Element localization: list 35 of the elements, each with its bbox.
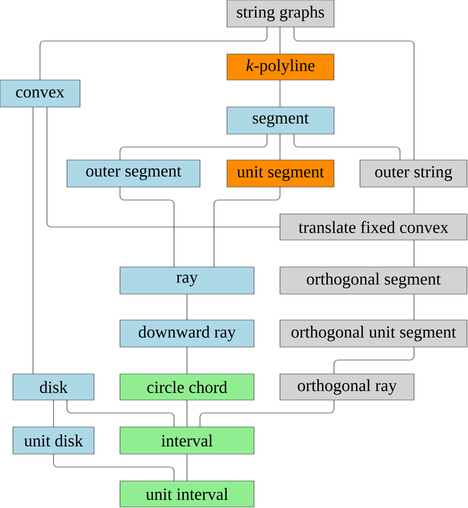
connector-line <box>214 186 280 268</box>
node-box: orthogonal unit segment <box>280 320 468 348</box>
connector-line <box>66 400 174 428</box>
connector-line <box>186 346 188 374</box>
node-box: disk <box>12 374 94 400</box>
node-box: unit interval <box>120 480 254 508</box>
node-box: downward ray <box>120 320 254 348</box>
node-box: convex <box>0 80 80 108</box>
connector-line <box>120 186 174 268</box>
connector-line <box>53 454 174 482</box>
node-box: unit segment <box>226 160 334 188</box>
node-box: orthogonal ray <box>280 374 414 400</box>
node-box: outer segment <box>66 160 200 188</box>
node-box: ray <box>120 266 254 294</box>
connector-line <box>186 294 188 320</box>
node-box: outer string <box>360 160 468 188</box>
connector-line <box>200 400 334 428</box>
connector-line <box>186 454 188 482</box>
connector-line <box>120 134 268 160</box>
node-box: orthogonal segment <box>280 266 468 294</box>
node-box: interval <box>120 426 254 454</box>
node-box: translate fixed convex <box>280 214 468 240</box>
connector-line <box>334 346 414 374</box>
connector-line <box>294 26 414 160</box>
connector-line <box>53 400 54 428</box>
node-box: circle chord <box>120 374 254 400</box>
node-box: k-polyline <box>226 54 334 80</box>
connector-line <box>40 26 268 80</box>
connector-line <box>186 400 188 428</box>
node-box: segment <box>226 106 334 134</box>
node-box: string graphs <box>226 0 334 28</box>
connector-line <box>32 106 34 374</box>
connector-line <box>46 106 280 228</box>
connector-line <box>294 134 400 160</box>
node-box: unit disk <box>12 426 94 454</box>
